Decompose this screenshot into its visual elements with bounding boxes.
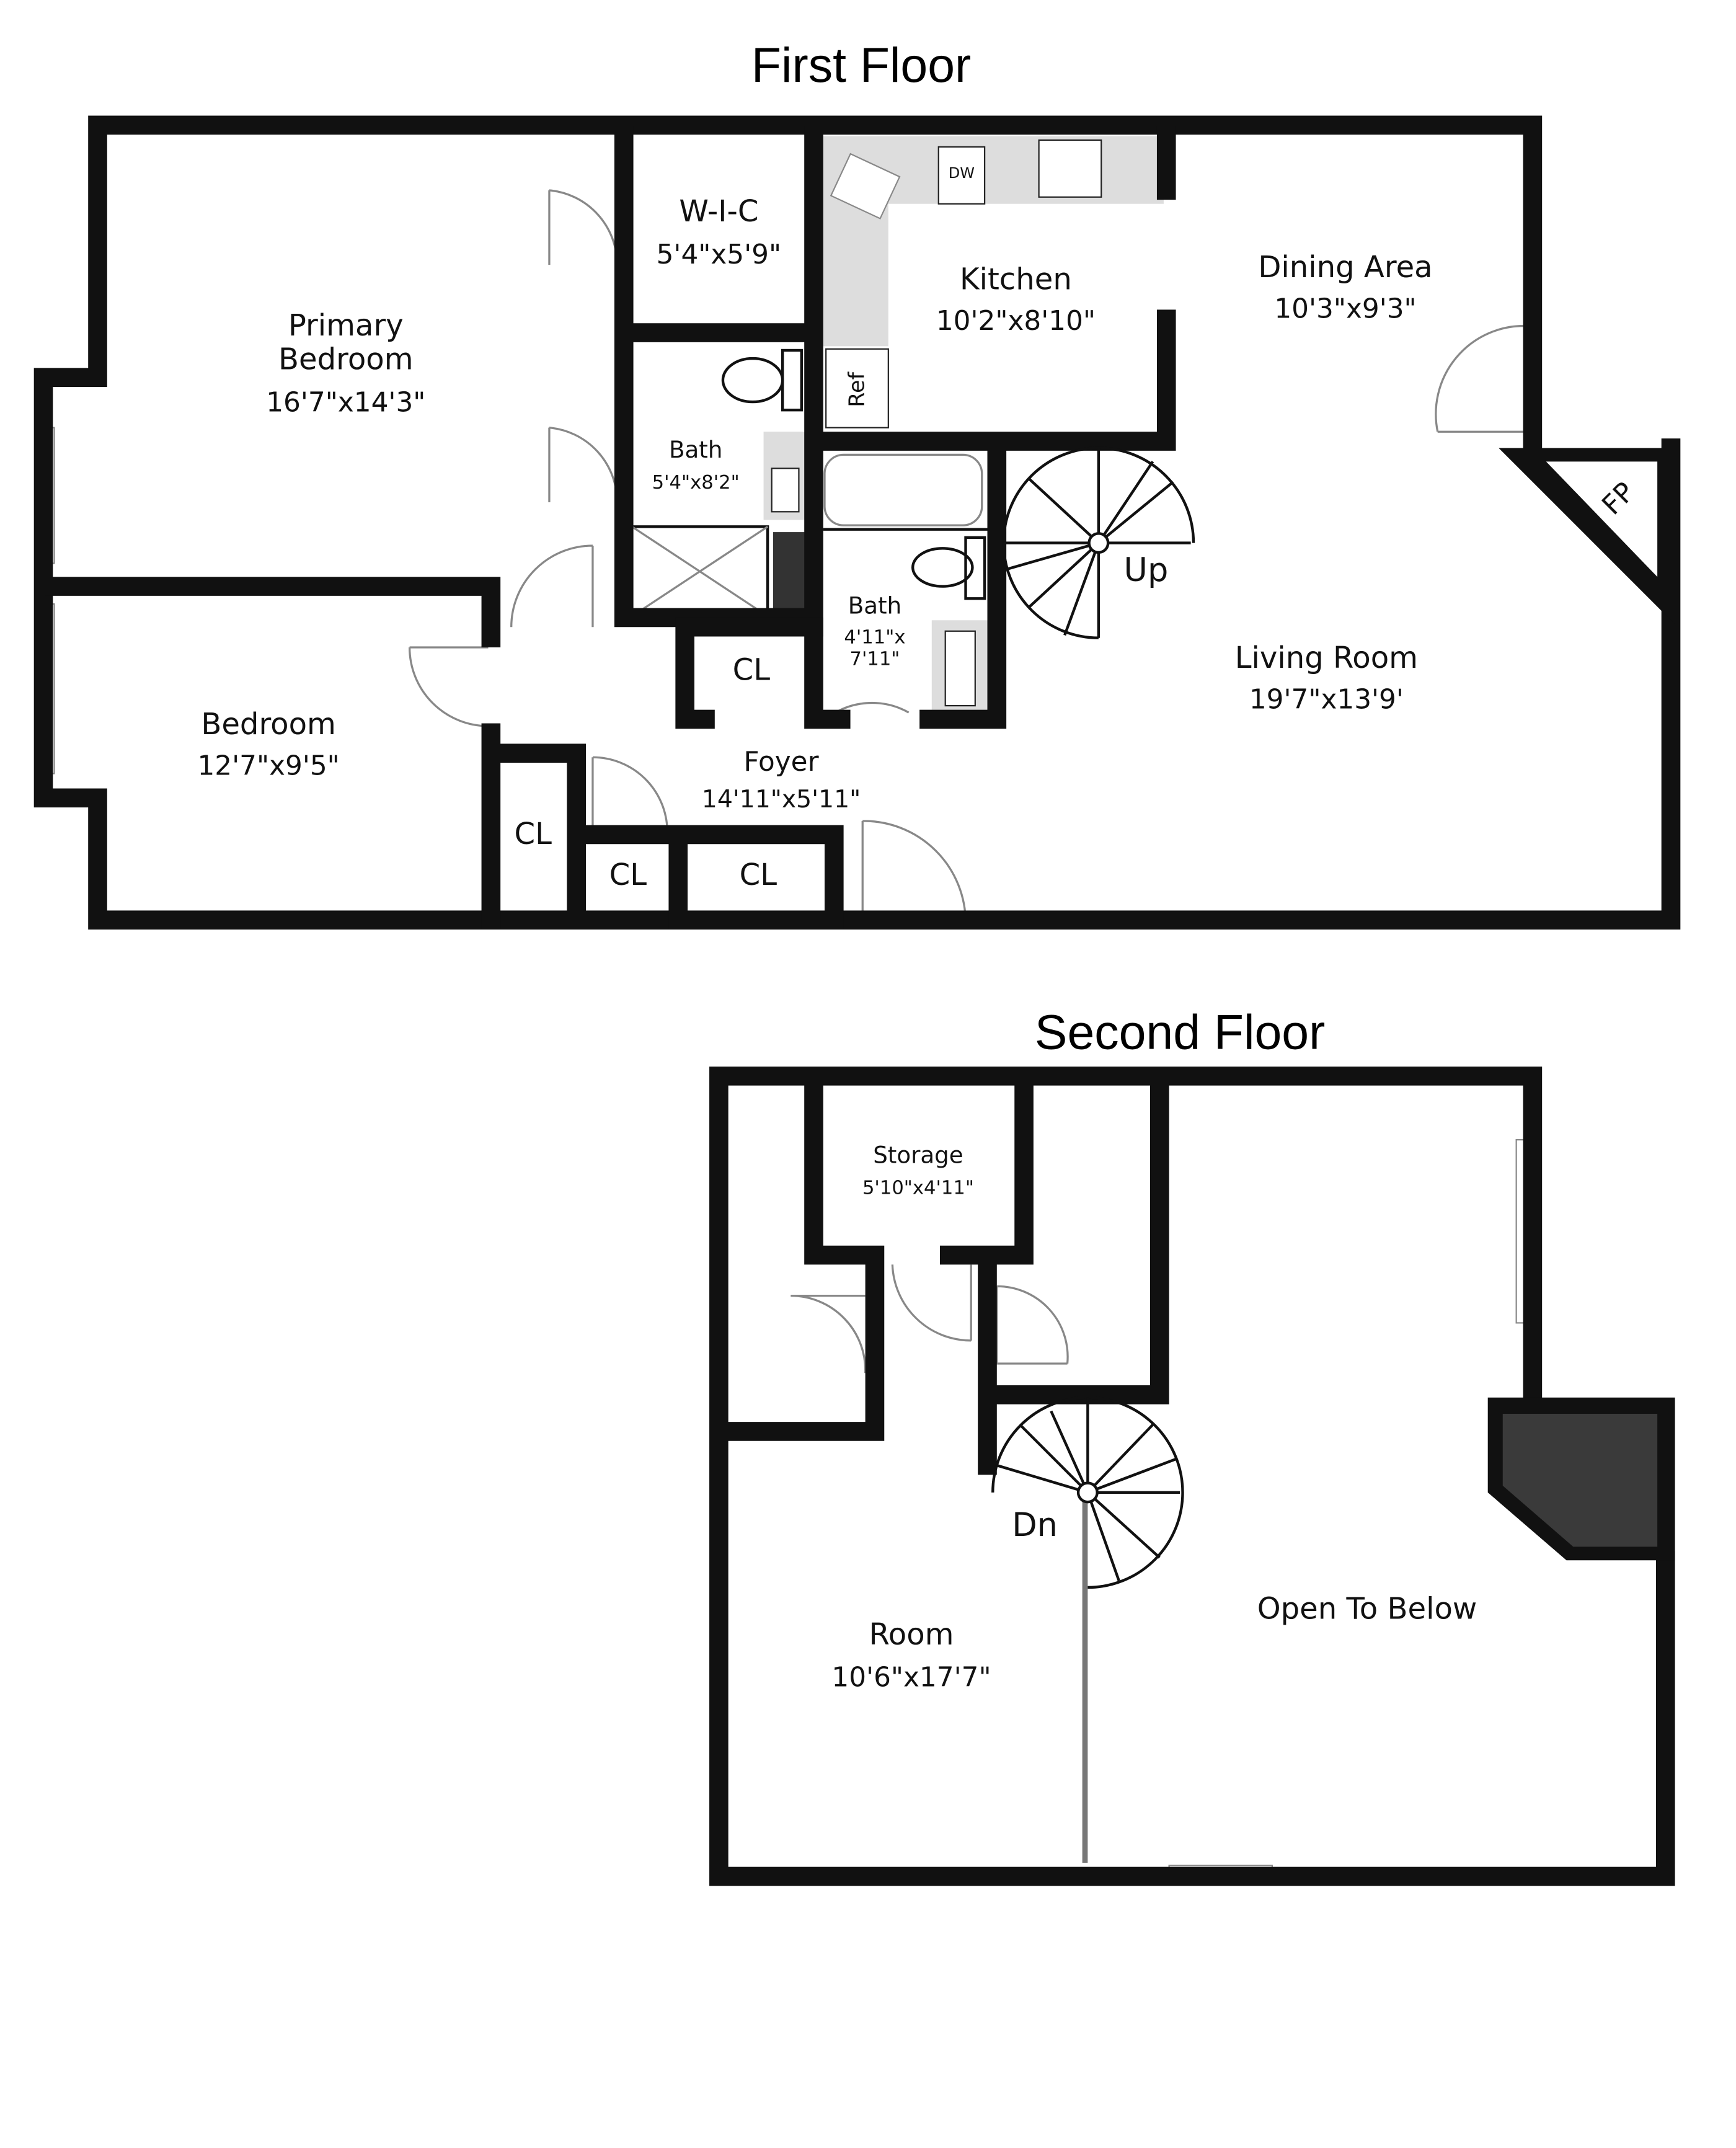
room-size: 5'4"x5'9" <box>657 239 782 270</box>
door[interactable] <box>1435 324 1526 433</box>
door[interactable] <box>548 189 618 265</box>
closet-label: CL <box>514 817 552 851</box>
stairs-down-label: Dn <box>1012 1506 1058 1544</box>
room-name: Bath <box>848 592 901 619</box>
door[interactable] <box>548 427 618 502</box>
entry-door[interactable] <box>861 820 967 923</box>
room-name: Room <box>869 1617 954 1652</box>
room-size: 10'3"x9'3" <box>1274 293 1416 324</box>
refrigerator-label: Ref <box>844 371 869 407</box>
sink-icon <box>830 153 901 220</box>
bathtub-icon <box>823 453 983 526</box>
closet-label: CL <box>733 653 771 688</box>
sink-icon <box>771 468 800 513</box>
room-name: Storage <box>873 1141 963 1168</box>
room-size: 4'11"x <box>844 626 905 648</box>
room-size: 19'7"x13'9' <box>1249 683 1404 715</box>
stove-icon <box>1038 139 1102 198</box>
room-name: Foyer <box>743 746 818 778</box>
first-floor-plan: DW Ref <box>33 115 1681 930</box>
closet-label: CL <box>609 858 647 892</box>
room-name: W-I-C <box>679 194 758 229</box>
second-floor-title: Second Floor <box>1035 1005 1325 1060</box>
room-name: Dining Area <box>1258 250 1432 285</box>
room-name: Living Room <box>1235 641 1418 675</box>
door[interactable] <box>591 756 668 831</box>
room-name: Bedroom <box>201 707 336 742</box>
door[interactable] <box>408 646 489 727</box>
room-size: 5'10"x4'11" <box>862 1178 974 1199</box>
room-size: 16'7"x14'3" <box>266 386 425 418</box>
room-size: 10'6"x17'7" <box>831 1662 991 1693</box>
first-floor-title: First Floor <box>751 38 971 92</box>
door[interactable] <box>996 1285 1069 1365</box>
room-size: 5'4"x8'2" <box>652 472 740 494</box>
door[interactable] <box>891 1264 972 1342</box>
room-name: Primary <box>288 308 404 343</box>
stairs-up-label: Up <box>1124 551 1169 589</box>
second-floor-plan: Dn Storage 5'10"x4'11" Room 10'6"x17'7" … <box>709 1066 1675 1886</box>
room-name: Bath <box>669 436 722 463</box>
dishwasher-label: DW <box>949 164 975 182</box>
room-size: 14'11"x5'11" <box>702 785 861 814</box>
room-size: 7'11" <box>849 648 900 670</box>
room-size: 10'2"x8'10" <box>936 305 1096 337</box>
spiral-stairs-down[interactable] <box>991 1396 1184 1589</box>
toilet-icon <box>911 547 974 588</box>
door[interactable] <box>790 1295 867 1374</box>
closet-label: CL <box>740 858 777 892</box>
dishwasher <box>937 146 986 205</box>
room-name: Open To Below <box>1257 1591 1477 1626</box>
door[interactable] <box>510 544 594 628</box>
room-name: Kitchen <box>960 262 1072 297</box>
room-size: 12'7"x9'5" <box>197 750 339 782</box>
spiral-stairs-up[interactable] <box>1002 446 1195 639</box>
room-name: Bedroom <box>278 342 414 377</box>
toilet-icon <box>721 357 784 404</box>
refrigerator <box>825 348 889 428</box>
